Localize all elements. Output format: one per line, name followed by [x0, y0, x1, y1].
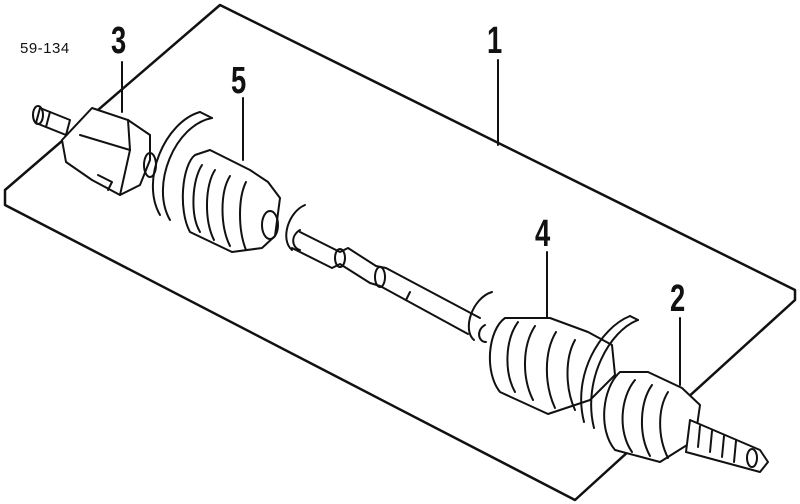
outer-split-ring	[580, 315, 639, 429]
inner-boot-clamp	[151, 111, 213, 221]
inner-boot	[181, 149, 281, 253]
inner-snap-ring	[285, 204, 306, 251]
inner-stub-shaft	[32, 105, 71, 136]
callout-5: 5	[231, 60, 247, 102]
callout-1: 1	[487, 20, 503, 62]
outer-boot-clamp	[467, 291, 493, 343]
callout-4: 4	[535, 213, 551, 255]
callout-3: 3	[111, 20, 127, 62]
central-shaft	[291, 231, 481, 335]
outer-splined-stub	[685, 419, 769, 473]
frame-outline	[3, 3, 797, 502]
outer-cv-joint	[603, 371, 701, 463]
outer-boot	[488, 317, 616, 415]
callout-2: 2	[670, 278, 686, 320]
inner-cv-joint	[61, 107, 157, 196]
diagram-code: 59-134	[20, 40, 70, 57]
